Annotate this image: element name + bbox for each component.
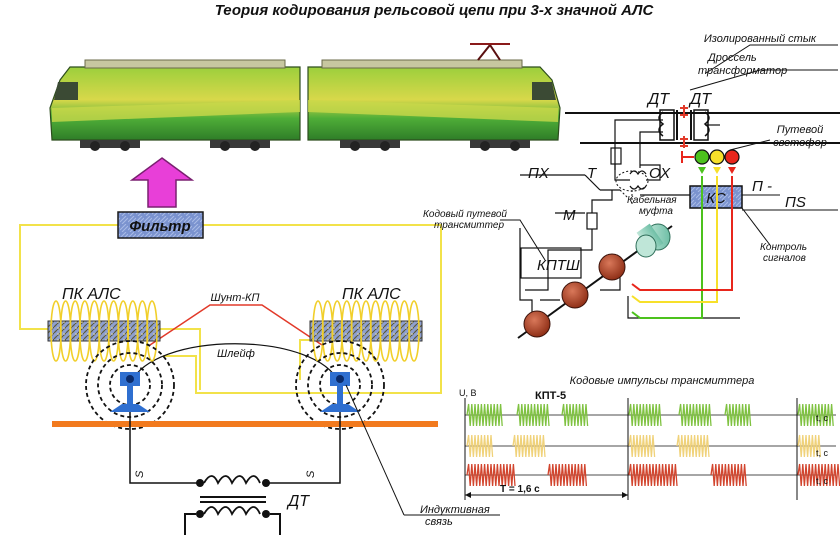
p-minus-label: П - [752,178,772,195]
pulse-burst [710,463,747,487]
inductive-leader [345,384,405,516]
choke-leader [689,69,838,91]
kptsh-label: КПТШ [537,257,580,274]
pulse-burst [676,434,710,458]
pulse-burst [512,434,546,458]
dt-bottom-label: ДТ [286,493,310,510]
pulse-burst [561,403,589,427]
pulse-burst [466,463,516,487]
transmitter-cams [523,253,626,338]
pulse-burst [724,403,752,427]
track-signal [681,149,740,174]
signal-up-arrow [129,157,195,208]
shunt-kp-label: Шунт-КП [211,292,260,304]
inductive-label-2: связь [425,516,453,528]
pulse-t-label-3: t, с [816,476,829,486]
track-rails [565,112,840,144]
t-label: Т [587,165,598,182]
insulated-joint-marks [680,105,688,148]
pulse-burst [797,403,834,427]
cable-box-label-1: Кабельная [627,194,677,206]
pulse-chart: Кодовые импульсы трансмиттера КПТ-5 U, В… [459,375,840,500]
sleeper [52,421,438,427]
rail-left [110,372,150,412]
insulated-joint-label: Изолированный стык [704,33,817,45]
track-wiring [519,119,740,319]
rail-right [320,372,360,412]
pulse-burst [466,434,494,458]
filter-label: Фильтр [129,218,190,235]
pulse-burst [466,403,503,427]
locomotive [49,43,561,151]
pulse-burst [628,434,656,458]
pulse-t-label-2: t, с [816,448,829,458]
signal-yellow-light [709,149,725,165]
insulated-joint-leader [705,44,838,74]
transmitter-motor [635,223,671,258]
s-left-label: S [134,470,146,478]
kptsh-box [520,247,582,279]
filter-box [117,211,204,239]
pulse-chart-title: Кодовые импульсы трансмиттера [570,375,755,387]
pulse-chart-y-axis: U, В [459,388,477,398]
choke-label-1: Дроссель [706,52,757,64]
signal-wires [631,176,733,319]
ox-label: ОХ [649,165,671,182]
loop-label: Шлейф [217,348,255,360]
code-transmitter-label-2: трансмиттер [434,220,504,231]
pulse-burst [516,403,550,427]
pulse-t-label-1: t, с [816,413,829,423]
pulse-burst [797,434,822,458]
pk-als-right-coil [309,300,423,362]
s-right-label: S [305,470,317,478]
inductive-label-1: Индуктивная [420,504,490,516]
dt1-label: ДТ [646,91,670,108]
dt-choke [658,109,710,141]
signal-green-light [694,149,710,165]
loop-wire [129,343,341,386]
signal-control-label-2: сигналов [763,253,806,264]
code-transmitter-label-1: Кодовый путевой [423,209,507,220]
pulse-burst [547,463,588,487]
diagram-title: Теория кодирования рельсовой цепи при 3-… [215,2,655,19]
pulse-chart-code: КПТ-5 [535,390,566,402]
shunt-kp-wire [149,304,323,346]
rail-to-dt-wiring [129,412,341,484]
cable-box-label-2: муфта [639,205,673,217]
m-label: М [563,207,576,224]
pulse-burst [628,403,662,427]
signal-control-label-1: Контроль [760,242,807,253]
choke-label-2: трансформатор [698,65,787,77]
pk-als-left-coil [47,300,161,362]
pulse-burst [678,403,712,427]
p-s-label: ПS [785,194,806,211]
dt-bottom-transformer [184,475,281,535]
dt2-label: ДТ [688,91,712,108]
receiver-wiring [19,224,442,394]
track-signal-label-2: светофор [773,137,827,149]
signal-red-light [724,149,740,165]
pulse-burst [797,463,840,487]
pk-als-right-label: ПК АЛС [342,286,401,303]
pulse-burst [628,463,678,487]
px-label: ПХ [528,165,550,182]
pulse-chart-period: Т = 1,6 с [500,484,540,495]
track-signal-label-1: Путевой [777,124,824,136]
pk-als-left-label: ПК АЛС [62,286,121,303]
